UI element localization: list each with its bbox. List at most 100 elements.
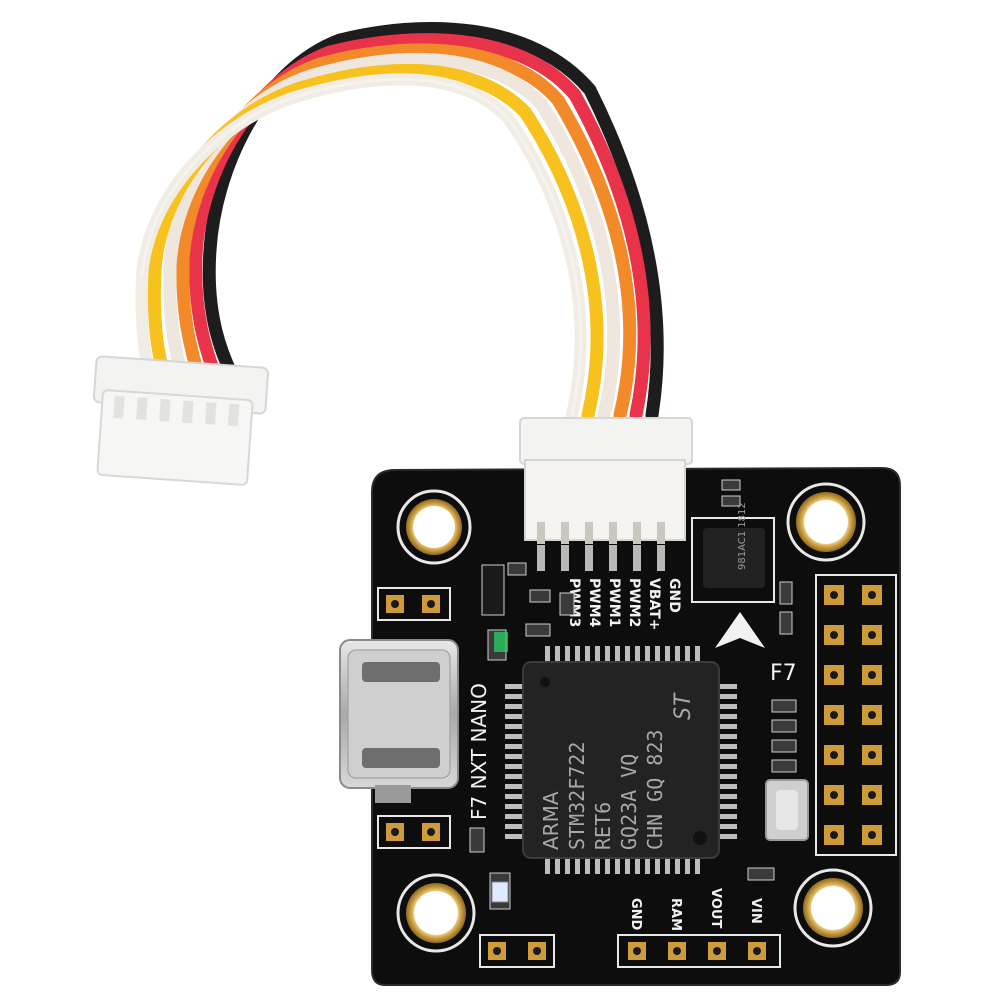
pin-label-vout: VOUT <box>708 888 723 928</box>
mcu-pin <box>585 856 590 874</box>
mcu-pin <box>505 824 523 829</box>
mcu-line-4: CHN GQ 823 <box>643 730 667 850</box>
mcu-pin <box>505 774 523 779</box>
mcu-pin <box>719 774 737 779</box>
mounting-holes <box>396 482 873 953</box>
mcu-pin <box>565 856 570 874</box>
mcu-pin <box>505 704 523 709</box>
mcu-line-2: RET6 <box>591 802 615 850</box>
mcu-pin <box>719 794 737 799</box>
mcu-pin <box>505 754 523 759</box>
mcu-pin <box>719 704 737 709</box>
pin-label-vbat: VBAT+ <box>646 578 662 631</box>
board-name-label: F7 NXT NANO <box>467 683 491 820</box>
mcu-pin <box>625 646 630 664</box>
regulator-chip: 981AC1 1812 <box>691 502 775 603</box>
mcu-pin <box>645 646 650 664</box>
st-logo: ST <box>671 692 696 720</box>
mcu-pin <box>505 764 523 769</box>
right-pad-grid <box>824 585 882 845</box>
mcu-pin <box>505 694 523 699</box>
mcu-pin <box>605 856 610 874</box>
solder-pads <box>377 574 897 968</box>
wire-orange <box>176 43 637 422</box>
pin-label-gnd: GND <box>666 578 682 613</box>
mcu-pin <box>505 794 523 799</box>
wire-harness <box>135 21 664 422</box>
smd-components <box>469 479 797 910</box>
direction-arrow <box>715 612 765 648</box>
board-jst-connector <box>519 417 693 571</box>
wire-yellow <box>147 63 604 422</box>
mcu-pin <box>719 714 737 719</box>
pin-label-pwm4: PWM4 <box>586 578 602 628</box>
mcu-pin <box>675 646 680 664</box>
mcu-pin <box>575 646 580 664</box>
wire-red <box>189 33 651 422</box>
mcu-pin <box>675 856 680 874</box>
mcu-pin <box>505 784 523 789</box>
mcu-line-1: STM32F722 <box>565 742 589 850</box>
pad-hole <box>868 751 876 759</box>
mcu-pin <box>505 714 523 719</box>
pad-hole <box>868 711 876 719</box>
mcu-pin <box>595 856 600 874</box>
mcu-pin <box>605 646 610 664</box>
pad-hole <box>868 631 876 639</box>
pin-label-pwm1: PWM1 <box>606 578 622 627</box>
pin-label-pwm2: PWM2 <box>626 578 642 627</box>
pin-label-vin: VIN <box>748 898 763 924</box>
f7-label: F7 <box>770 661 797 686</box>
mcu-pin <box>545 646 550 664</box>
pad-hole <box>868 671 876 679</box>
mcu-pin <box>505 814 523 819</box>
mcu-pin <box>645 856 650 874</box>
mcu-pin <box>655 646 660 664</box>
led-blue <box>491 881 509 903</box>
wire-white-2 <box>135 73 587 421</box>
mcu-pin <box>505 724 523 729</box>
mcu-pin <box>625 856 630 874</box>
wire-white <box>163 52 620 422</box>
mcu-pin <box>635 646 640 664</box>
mcu-pin <box>719 734 737 739</box>
mcu-pin <box>505 804 523 809</box>
micro-usb-port <box>339 639 459 803</box>
mcu-pin <box>635 856 640 874</box>
pcb-board: PWM3 PWM4 PWM1 PWM2 VBAT+ GND <box>339 417 901 986</box>
mcu-pin <box>615 646 620 664</box>
mcu-pin <box>695 646 700 664</box>
mcu-pin <box>555 856 560 874</box>
mcu-pin <box>695 856 700 874</box>
mcu-pin <box>595 646 600 664</box>
mcu-pin <box>505 834 523 839</box>
wire-black <box>202 21 664 422</box>
mcu-pin <box>719 754 737 759</box>
pad-hole <box>868 831 876 839</box>
mcu-pin <box>665 856 670 874</box>
pin-label-bottom-gnd: GND <box>628 898 643 931</box>
pin-label-ram: RAM <box>668 898 683 931</box>
mcu-pin <box>615 856 620 874</box>
mcu-pin <box>505 684 523 689</box>
loose-jst-connector <box>93 355 269 486</box>
mcu-pin <box>505 734 523 739</box>
regulator-text: 981AC1 1812 <box>737 502 748 570</box>
pad-hole <box>830 711 838 719</box>
mcu-pin <box>719 824 737 829</box>
crystal <box>765 779 809 841</box>
mcu-brand: ARMА <box>539 791 563 850</box>
pad-hole <box>830 751 838 759</box>
mcu-pin <box>719 744 737 749</box>
led-green <box>494 632 508 652</box>
pad-hole <box>830 591 838 599</box>
pad-hole <box>830 791 838 799</box>
mcu-pin <box>719 764 737 769</box>
pad-hole <box>830 831 838 839</box>
mcu-pin <box>719 814 737 819</box>
mcu-pin <box>719 784 737 789</box>
mcu-pin <box>585 646 590 664</box>
mcu-pin <box>685 646 690 664</box>
mcu-line-3: GQ23A VQ <box>617 754 641 850</box>
